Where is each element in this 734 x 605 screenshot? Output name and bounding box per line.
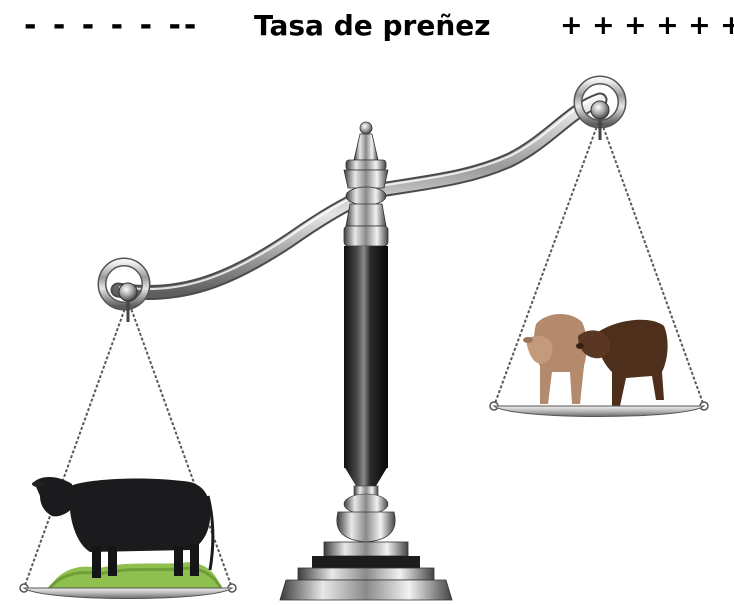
scale-pillar	[344, 246, 388, 486]
page-title: Tasa de preñez	[254, 9, 491, 42]
right-pan-chains	[493, 117, 705, 407]
two-calves-icon	[523, 313, 668, 406]
left-pan	[19, 583, 237, 599]
black-cow-icon	[32, 477, 224, 591]
left-pan-chains	[23, 299, 233, 589]
left-scroll-end	[97, 257, 151, 311]
scale-finial	[343, 121, 389, 247]
plus-signs: + + + + + +	[560, 10, 734, 41]
right-pan	[489, 401, 709, 417]
minus-signs: - - - - - --	[24, 8, 200, 43]
scale-base	[279, 485, 453, 601]
